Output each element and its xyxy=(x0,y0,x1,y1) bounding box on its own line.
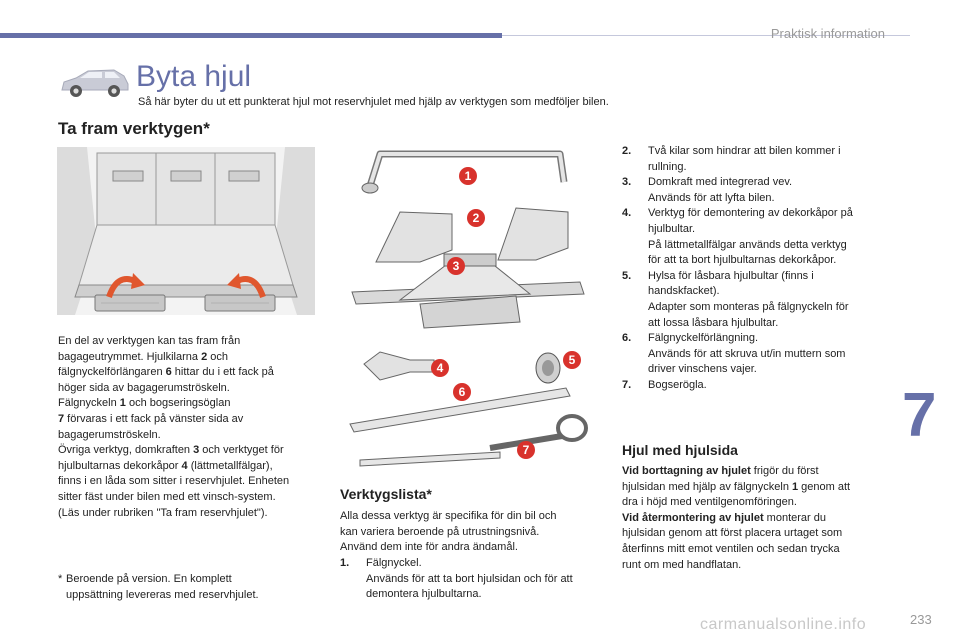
header-accent-bar xyxy=(0,33,502,38)
tool-list-item-2: 2. Två kilar som hindrar att bilen komme… xyxy=(622,145,841,173)
tool-label-2: 2 xyxy=(473,211,480,225)
page-subtitle: Så här byter du ut ett punkterat hjul mo… xyxy=(138,96,609,108)
section-heading-hubcap: Hjul med hjulsida xyxy=(622,442,738,458)
footnote: *Beroende på version. En komplett uppsät… xyxy=(58,573,259,601)
tool-label-7: 7 xyxy=(523,443,530,457)
tool-label-5: 5 xyxy=(569,353,576,367)
tool-label-6: 6 xyxy=(459,385,466,399)
tool-list: 2. Två kilar som hindrar att bilen komme… xyxy=(622,144,892,394)
tool-list-item-4: 4. Verktyg för demontering av dekorkåpor… xyxy=(622,207,853,267)
hubcap-paragraph: Vid borttagning av hjulet frigör du förs… xyxy=(622,465,851,571)
watermark: carmanualsonline.info xyxy=(700,616,867,633)
chapter-number: 7 xyxy=(902,381,937,450)
tool-list-item-6: 6. Fälgnyckelförlängning.Används för att… xyxy=(622,332,846,376)
car-icon xyxy=(61,69,129,97)
tool-label-3: 3 xyxy=(453,259,460,273)
tools-location-paragraph: En del av verktygen kan tas fram från ba… xyxy=(58,335,290,519)
tool-list-item-1: 1. Fälgnyckel. Används för att ta bort h… xyxy=(340,557,573,601)
tool-list-item-5: 5. Hylsa för låsbara hjulbultar (finns i… xyxy=(622,269,849,329)
tool-list-item-3: 3. Domkraft med integrerad vev.Används f… xyxy=(622,176,793,204)
page-number: 233 xyxy=(910,612,932,627)
toollist-intro: Alla dessa verktyg är specifika för din … xyxy=(340,510,557,554)
tool-label-1: 1 xyxy=(465,169,472,183)
section-heading-toollist: Verktygslista* xyxy=(340,486,432,502)
tool-list-item-7: 7. Bogserögla. xyxy=(622,378,707,391)
tool-label-4: 4 xyxy=(437,361,444,375)
header-rule xyxy=(502,35,910,36)
section-heading-tools: Ta fram verktygen* xyxy=(58,119,210,138)
tools-illustration: 1 2 3 4 5 6 7 xyxy=(349,150,588,467)
page-title: Byta hjul xyxy=(136,60,252,93)
section-name: Praktisk information xyxy=(770,26,885,41)
trunk-illustration xyxy=(57,147,315,315)
